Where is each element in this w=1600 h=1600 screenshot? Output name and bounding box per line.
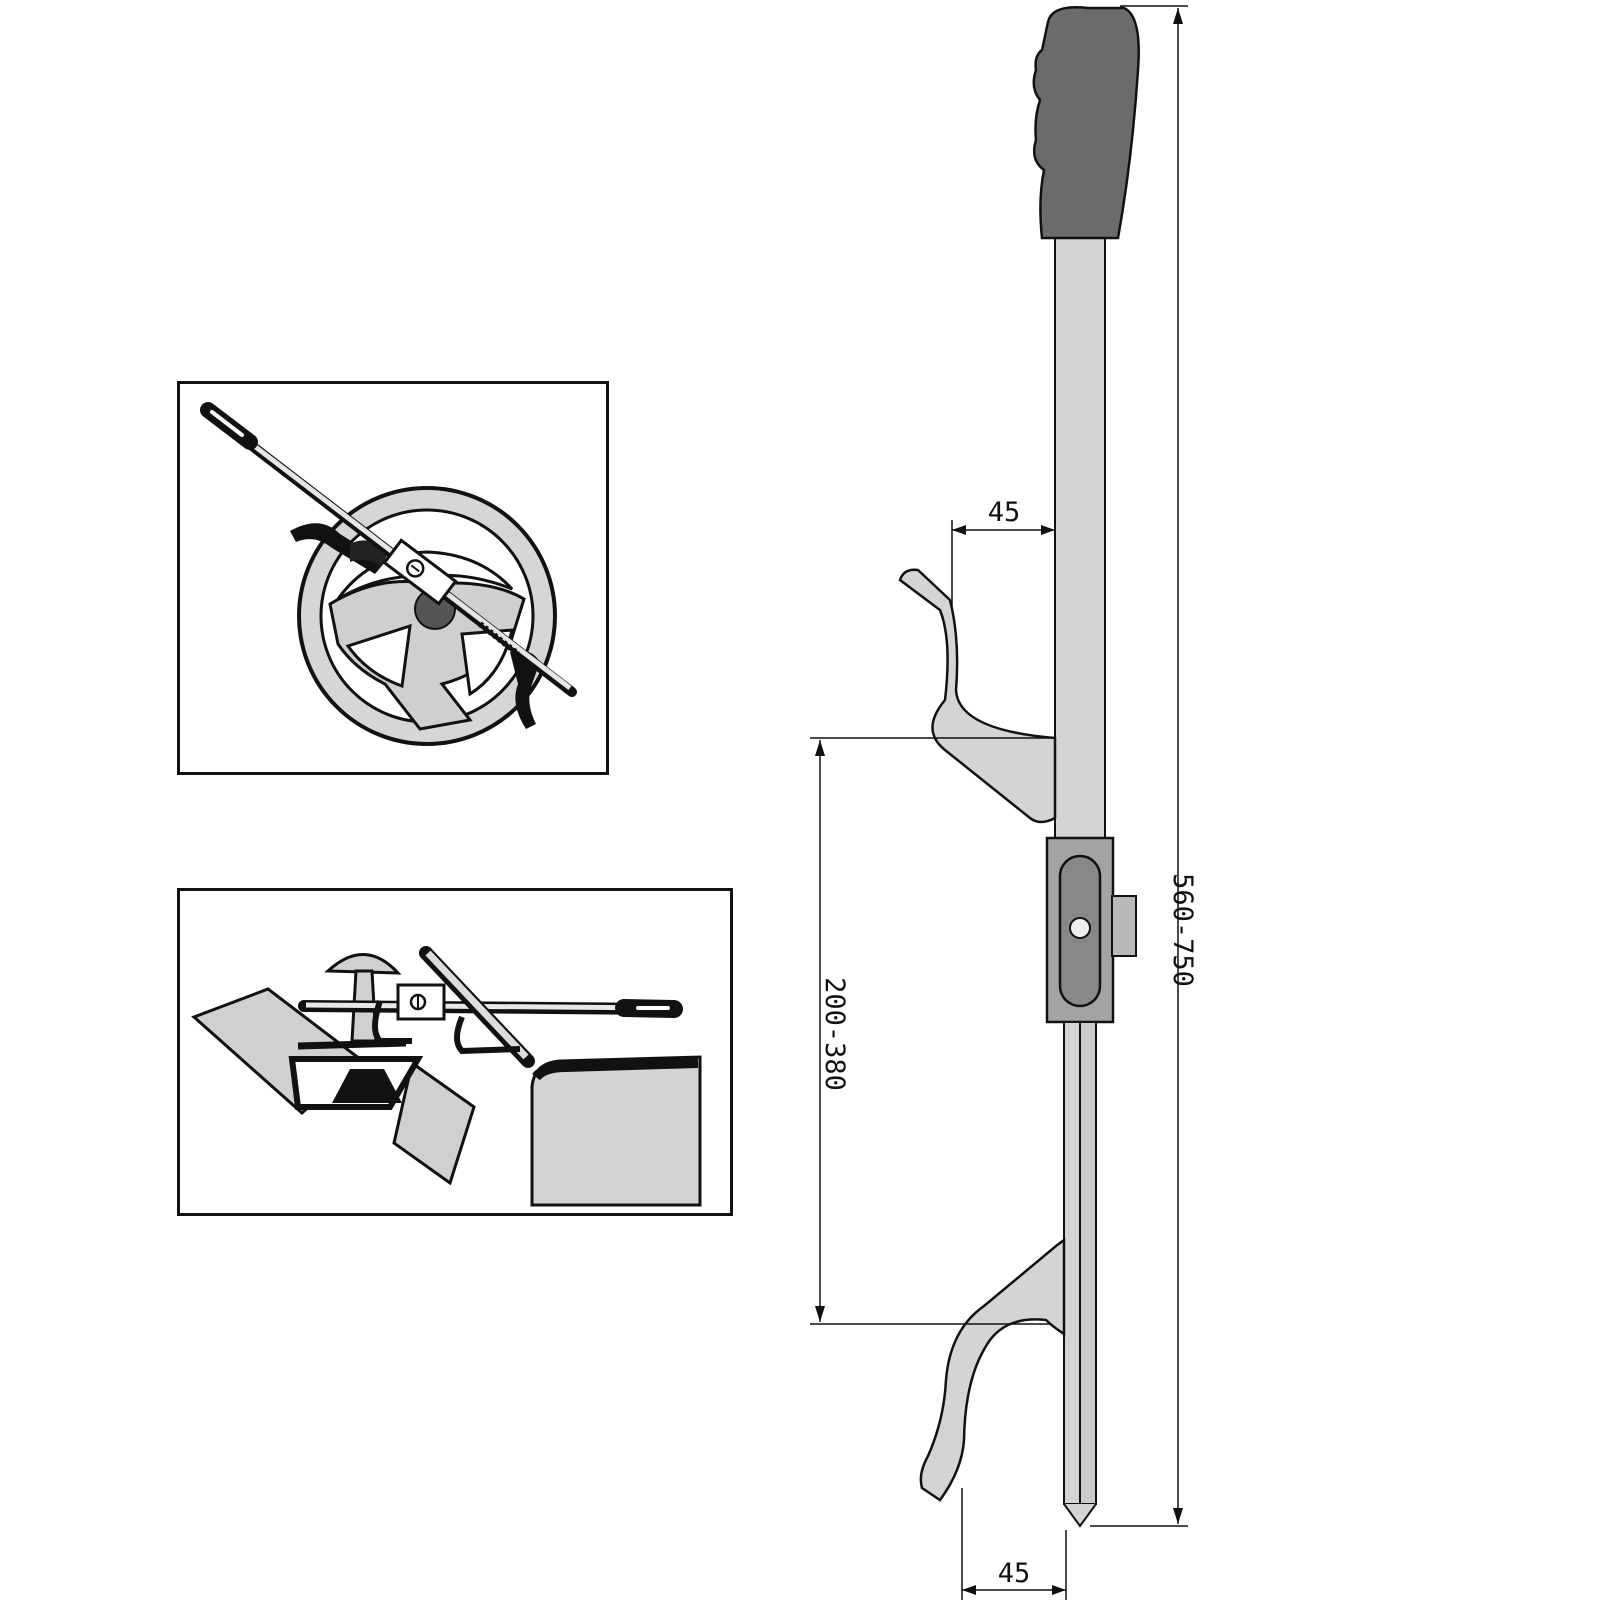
gear-boot [332,1069,402,1103]
lower-hook-grip [510,650,540,729]
lock-body [396,983,446,1021]
gear-lever-illustration [177,888,733,1216]
steering-wheel-right-window [460,628,514,697]
lower-rod-tip [1063,1503,1097,1528]
gear-knob [324,953,402,975]
steering-wheel-left-window [345,623,412,689]
lock-keyhole-icon [1069,917,1091,939]
lower-rod-left [1063,1021,1081,1505]
gear-hook [372,1000,412,1044]
brake-pedal-top [532,1058,699,1081]
dim-label-hook-offset-bottom: 45 [998,1558,1031,1589]
pedal-hook [454,1015,521,1055]
steering-wheel-illustration [177,381,609,775]
dim-label-hook-spacing: 200-380 [819,977,850,1091]
grip-handle [1032,6,1140,240]
dim-label-total-length: 560-750 [1167,873,1198,987]
lock-handle-slot [210,410,244,437]
lock-technical-drawing: 45 200-380 560-750 45 [810,5,1198,1600]
upper-rod [1054,217,1106,839]
lower-hook [919,1237,1066,1502]
lock-housing-side [1111,895,1137,957]
upper-hook [898,568,1057,824]
brake-pedal [530,1055,702,1207]
console-floor-right [392,1060,476,1186]
lower-rod-right [1079,1021,1097,1505]
lock-bar-highlight [208,410,572,690]
steering-wheel-lock-icon [200,402,577,746]
gear-lever-lock-icon [191,946,702,1207]
upper-hook-grip [290,523,385,574]
dim-label-hook-offset-top: 45 [988,497,1021,528]
lock-rod-end [478,621,520,657]
lock-body [382,538,458,606]
